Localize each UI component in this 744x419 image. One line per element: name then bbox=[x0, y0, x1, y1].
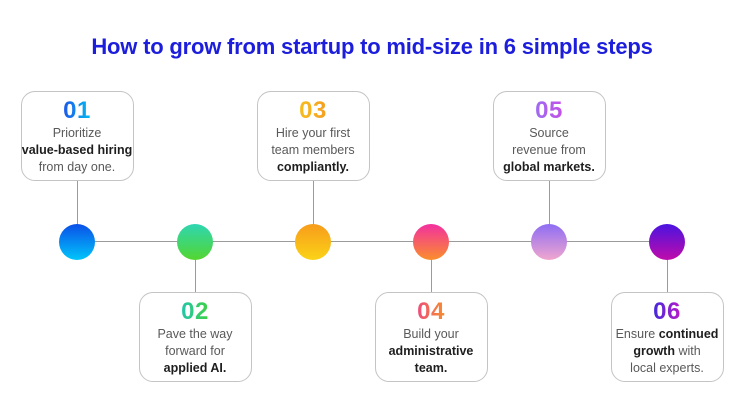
step-text-line: local experts. bbox=[612, 360, 723, 377]
step-text-line: Source bbox=[494, 125, 605, 142]
step-number: 02 bbox=[181, 298, 209, 325]
step-text-line: Build your bbox=[376, 326, 487, 343]
step-dot bbox=[649, 224, 685, 260]
step-dot bbox=[531, 224, 567, 260]
step-text-segment: Build your bbox=[403, 327, 459, 341]
step-text-line: Hire your first bbox=[258, 125, 369, 142]
step-text-segment: local experts. bbox=[630, 361, 704, 375]
step-dot bbox=[177, 224, 213, 260]
step-text-segment: value-based hiring bbox=[21, 143, 133, 157]
step-text-segment: global markets. bbox=[503, 160, 595, 174]
step-text-segment: team members bbox=[271, 143, 355, 157]
step-text-line: growth with bbox=[612, 343, 723, 360]
step-number: 01 bbox=[63, 97, 91, 124]
step-text-segment: Hire your first bbox=[275, 126, 351, 140]
step-text-line: Prioritize bbox=[22, 125, 133, 142]
step-text: Source revenue from global markets. bbox=[494, 125, 605, 176]
step-text-segment: Prioritize bbox=[52, 126, 102, 140]
step-text: Pave the way forward for applied AI. bbox=[140, 326, 251, 377]
step-text-segment: revenue from bbox=[512, 143, 586, 157]
step-dot bbox=[413, 224, 449, 260]
step-card: 04 Build your administrative team. bbox=[374, 292, 488, 382]
step-text: Prioritize value-based hiring from day one… bbox=[22, 125, 133, 176]
step-connector-line bbox=[313, 181, 314, 242]
step-text-line: Pave the way bbox=[140, 326, 251, 343]
step-text-line: administrative bbox=[376, 343, 487, 360]
step-text-segment: Ensure bbox=[615, 327, 659, 341]
step-number: 03 bbox=[299, 97, 327, 124]
step-text-line: Ensure continued bbox=[612, 326, 723, 343]
step-text: Build your administrative team. bbox=[376, 326, 487, 377]
step-dot bbox=[59, 224, 95, 260]
step-text-line: compliantly. bbox=[258, 159, 369, 176]
step-number: 06 bbox=[653, 298, 681, 325]
step-card: 02 Pave the way forward for applied AI. bbox=[138, 292, 252, 382]
step-text-line: value-based hiring bbox=[22, 142, 133, 159]
step-connector-line bbox=[549, 181, 550, 242]
step-text-line: forward for bbox=[140, 343, 251, 360]
step-number: 05 bbox=[535, 97, 563, 124]
step-text-segment: team. bbox=[414, 361, 448, 375]
step-text-segment: continued bbox=[658, 327, 719, 341]
step-text-segment: Pave the way bbox=[157, 327, 233, 341]
step-card: 03 Hire your first team members compliantl… bbox=[256, 91, 370, 181]
step-text-segment: from day one. bbox=[38, 160, 116, 174]
step-connector-line bbox=[667, 242, 668, 292]
step-text-segment: Source bbox=[529, 126, 569, 140]
step-text-line: team. bbox=[376, 360, 487, 377]
step-text-segment: applied AI. bbox=[163, 361, 227, 375]
step-text-line: from day one. bbox=[22, 159, 133, 176]
step-text-line: revenue from bbox=[494, 142, 605, 159]
step-text-segment: with bbox=[674, 344, 701, 358]
step-text-segment: growth bbox=[633, 344, 675, 358]
step-connector-line bbox=[195, 242, 196, 292]
timeline-line bbox=[77, 241, 667, 242]
step-text: Hire your first team members compliantly. bbox=[258, 125, 369, 176]
step-text-line: global markets. bbox=[494, 159, 605, 176]
step-text-segment: forward for bbox=[165, 344, 225, 358]
step-connector-line bbox=[77, 181, 78, 242]
step-text-segment: compliantly. bbox=[276, 160, 349, 174]
step-dot bbox=[295, 224, 331, 260]
step-text-line: applied AI. bbox=[140, 360, 251, 377]
step-number: 04 bbox=[417, 298, 445, 325]
step-card: 01 Prioritize value-based hiring from day … bbox=[20, 91, 134, 181]
step-text-line: team members bbox=[258, 142, 369, 159]
step-card: 05 Source revenue from global markets. bbox=[492, 91, 606, 181]
page-title: How to grow from startup to mid-size in … bbox=[91, 34, 653, 59]
step-text-segment: administrative bbox=[388, 344, 474, 358]
step-connector-line bbox=[431, 242, 432, 292]
